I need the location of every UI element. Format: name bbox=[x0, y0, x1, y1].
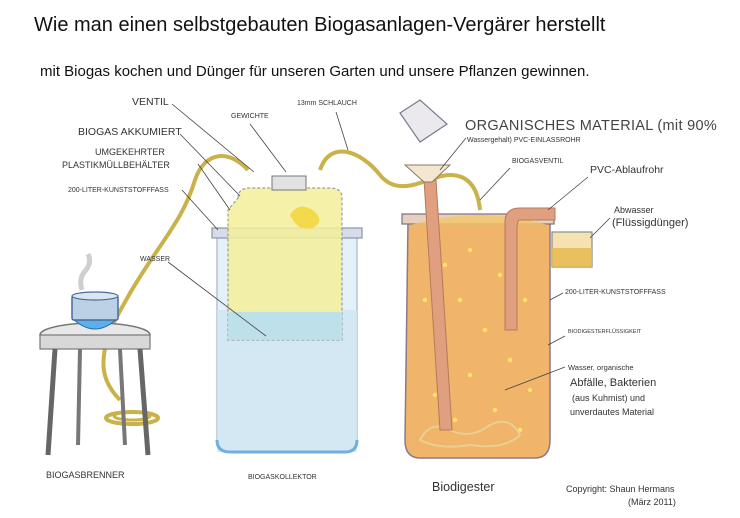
label-fass-right: 200-LITER-KUNSTSTOFFFASS bbox=[565, 289, 666, 296]
label-schlauch: 13mm SCHLAUCH bbox=[297, 100, 357, 107]
label-biogas-akkumiert: BIOGAS AKKUMIERT bbox=[78, 126, 182, 138]
page-subtitle: mit Biogas kochen und Dünger für unseren… bbox=[40, 63, 590, 80]
inlet-pipe bbox=[399, 99, 453, 431]
gas-container bbox=[227, 175, 343, 341]
label-inhalt-4: unverdautes Material bbox=[570, 407, 655, 417]
hose-to-digester bbox=[318, 149, 482, 211]
label-copyright: Copyright: Shaun Hermans bbox=[566, 484, 675, 494]
hose-coil-inner bbox=[112, 410, 152, 422]
label-copyright-date: (März 2011) bbox=[628, 497, 676, 507]
leader-lines bbox=[167, 103, 611, 391]
page-title: Wie man einen selbstgebauten Biogasanlag… bbox=[34, 14, 606, 36]
label-biodigester: Biodigester bbox=[432, 480, 495, 494]
label-organisches-material: ORGANISCHES MATERIAL (mit 90% bbox=[465, 118, 718, 134]
label-gewichte: GEWICHTE bbox=[231, 113, 269, 120]
label-umgekehrter: UMGEKEHRTER bbox=[95, 147, 165, 157]
label-fass-left: 200-LITER-KUNSTSTOFFFASS bbox=[68, 187, 169, 194]
label-fluessigduenger: (Flüssigdünger) bbox=[612, 217, 689, 229]
label-plastikmuellbehaelter: PLASTIKMÜLLBEHÄLTER bbox=[62, 160, 170, 170]
label-abwasser: Abwasser bbox=[614, 205, 654, 215]
label-biogaskollektor: BIOGASKOLLEKTOR bbox=[248, 474, 317, 481]
label-inhalt-1: Wasser, organische bbox=[568, 363, 634, 372]
label-ventil: VENTIL bbox=[132, 96, 169, 108]
label-inhalt-3: (aus Kuhmist) und bbox=[572, 393, 646, 403]
burner-stand bbox=[39, 322, 151, 456]
cooking-pot bbox=[71, 252, 119, 330]
label-biodigester-fluessigkeit: BIODIGESTERFLÜSSIGKEIT bbox=[568, 329, 642, 335]
label-pvc-ablaufrohr: PVC-Ablaufrohr bbox=[590, 164, 664, 176]
outlet-pipe bbox=[504, 207, 593, 331]
label-biogasbrenner: BIOGASBRENNER bbox=[46, 470, 125, 480]
label-biogasventil: BIOGASVENTIL bbox=[512, 158, 564, 165]
label-wassergehalt: Wassergehalt) PVC-EINLASSROHR bbox=[467, 137, 581, 144]
label-wasser: WASSER bbox=[140, 256, 171, 263]
label-inhalt-2: Abfälle, Bakterien bbox=[570, 377, 657, 389]
digester-barrel bbox=[401, 213, 555, 459]
hose-to-burner bbox=[101, 154, 250, 402]
